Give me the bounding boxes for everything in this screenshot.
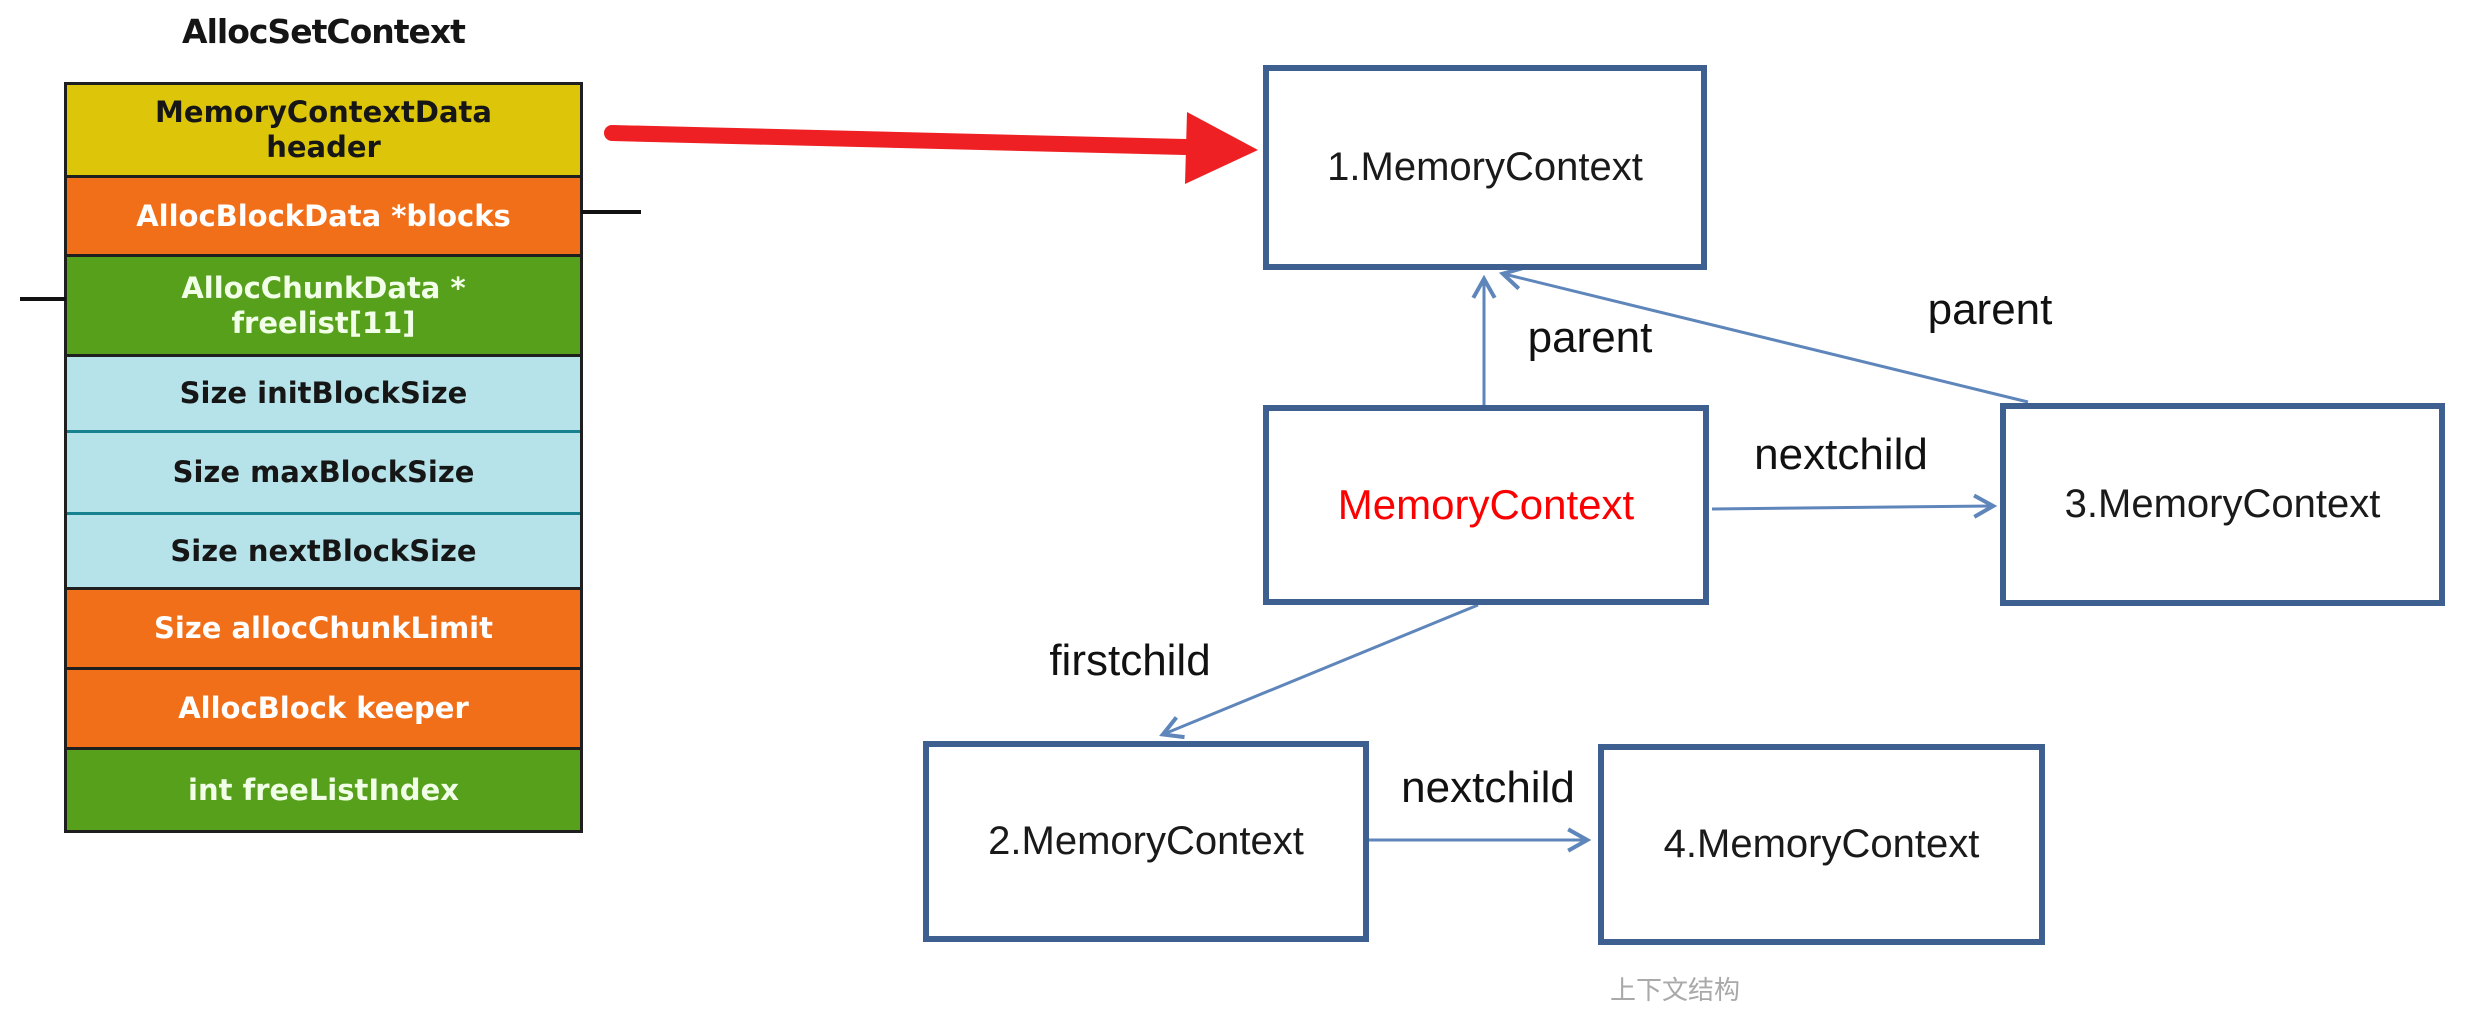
edge-label-firstchild: firstchild (1049, 636, 1211, 685)
edge-label-parent-left: parent (1527, 313, 1653, 362)
edge-label-nextchild-bottom: nextchild (1401, 763, 1575, 812)
struct-row-allocchunklimit: Size allocChunkLimit (67, 590, 580, 670)
edge-label-parent-right: parent (1927, 285, 2053, 334)
struct-row-nextblocksize: Size nextBlockSize (67, 515, 580, 590)
edge-label-nextchild-top: nextchild (1754, 430, 1928, 479)
node-4-memorycontext: 4.MemoryContext (1598, 744, 2045, 945)
diagram-caption: 上下文结构 (1609, 975, 1740, 1005)
struct-row-maxblocksize: Size maxBlockSize (67, 433, 580, 515)
red-arrow-head (1185, 112, 1258, 184)
node-3-memorycontext: 3.MemoryContext (2000, 403, 2445, 606)
node-2-memorycontext: 2.MemoryContext (923, 741, 1369, 942)
struct-table-title: AllocSetContext (182, 12, 466, 51)
struct-row-keeper: AllocBlock keeper (67, 670, 580, 750)
node-1-memorycontext: 1.MemoryContext (1263, 65, 1707, 270)
alloc-set-context-struct-table: MemoryContextData header AllocBlockData … (64, 82, 583, 833)
struct-row-blocks: AllocBlockData *blocks (67, 178, 580, 257)
struct-row-header: MemoryContextData header (67, 85, 580, 178)
struct-row-freelist: AllocChunkData * freelist[11] (67, 257, 580, 357)
edge-nextchild-main-to-3 (1711, 493, 1998, 519)
red-arrow-shaft (604, 125, 1193, 155)
node-main-memorycontext: MemoryContext (1263, 405, 1709, 605)
struct-row-freelistindex: int freeListIndex (67, 750, 580, 830)
struct-row-initblocksize: Size initBlockSize (67, 357, 580, 433)
red-arrow (604, 112, 1258, 184)
